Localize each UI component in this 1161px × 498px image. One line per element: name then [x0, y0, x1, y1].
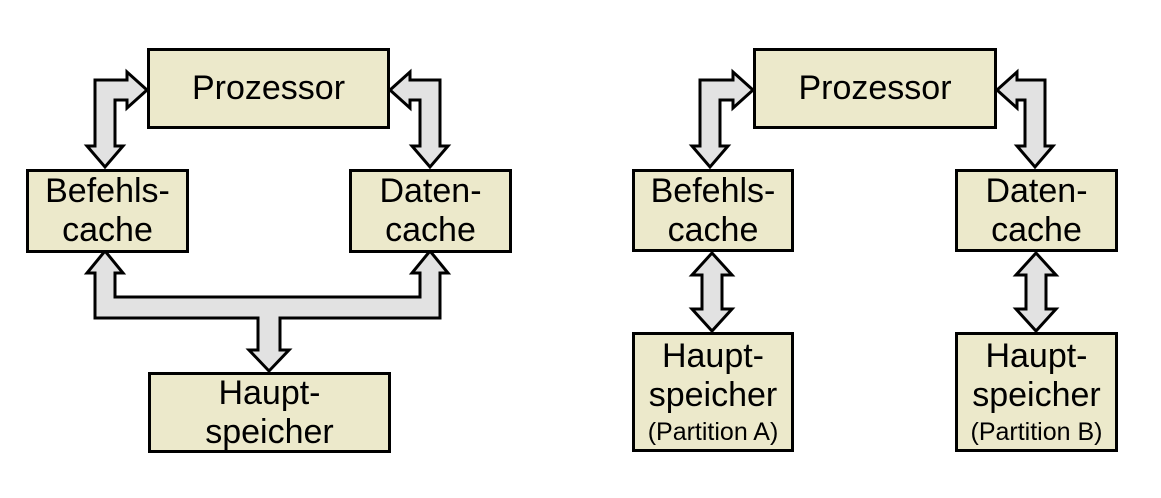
- arrow-right-processor-instructioncache: [688, 68, 756, 170]
- right-main-memory-b-label: Haupt- speicher: [972, 336, 1101, 414]
- arrow-right-instructioncache-partition-a: [688, 250, 736, 334]
- left-processor-label: Prozessor: [191, 69, 346, 107]
- right-main-memory-a-partition-label: (Partition A): [647, 417, 779, 446]
- right-instruction-cache-label: Befehls- cache: [650, 171, 776, 249]
- right-main-memory-a-label: Haupt- speicher: [648, 336, 778, 414]
- arrow-right-datacache-partition-b: [1012, 250, 1060, 334]
- right-processor-box: Prozessor: [753, 48, 997, 129]
- left-processor-box: Prozessor: [147, 48, 390, 129]
- right-data-cache-box: Daten- cache: [955, 169, 1118, 252]
- right-main-memory-b-partition-label: (Partition B): [970, 417, 1103, 446]
- arrow-left-mainmemory-caches: [83, 248, 452, 374]
- arrow-left-processor-instructioncache: [83, 68, 150, 170]
- right-instruction-cache-box: Befehls- cache: [632, 169, 794, 252]
- arrow-right-processor-datacache: [994, 68, 1057, 170]
- right-processor-label: Prozessor: [798, 69, 952, 107]
- arrow-left-processor-datacache: [387, 68, 452, 170]
- right-main-memory-partition-b-box: Haupt- speicher (Partition B): [955, 332, 1118, 452]
- right-data-cache-label: Daten- cache: [985, 171, 1088, 249]
- left-data-cache-box: Daten- cache: [349, 169, 512, 253]
- left-instruction-cache-box: Befehls- cache: [26, 169, 189, 253]
- right-main-memory-partition-a-box: Haupt- speicher (Partition A): [632, 332, 794, 452]
- left-instruction-cache-label: Befehls- cache: [45, 172, 170, 249]
- left-main-memory-label: Haupt- speicher: [205, 373, 334, 451]
- left-data-cache-label: Daten- cache: [379, 172, 482, 249]
- left-main-memory-box: Haupt- speicher: [148, 372, 391, 453]
